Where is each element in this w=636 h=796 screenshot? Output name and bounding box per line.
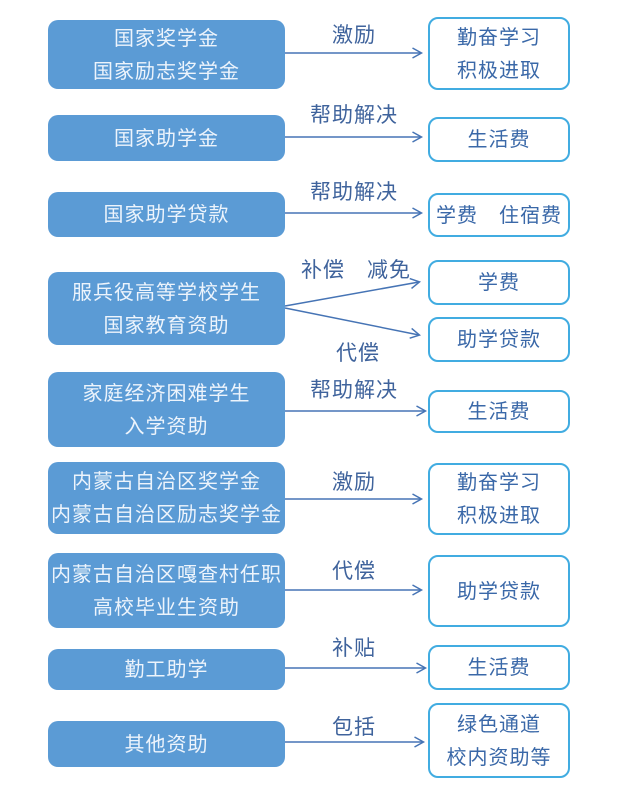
source-line: 内蒙古自治区奖学金 [72, 469, 261, 493]
source-box-gacha-village-aid: 内蒙古自治区嘎查村任职 高校毕业生资助 [48, 553, 285, 628]
relation-label: 包括 [332, 715, 376, 739]
target-line: 助学贷款 [457, 578, 541, 603]
arrow-row4-lower [284, 307, 422, 339]
target-line: 勤奋学习 [457, 470, 541, 494]
target-line: 助学贷款 [457, 327, 541, 351]
target-box-student-loan: 助学贷款 [428, 317, 570, 362]
target-box-living-expenses: 生活费 [428, 390, 570, 433]
relation-label: 代偿 [336, 341, 380, 365]
target-line: 校内资助等 [446, 744, 552, 769]
target-box-green-channel: 绿色通道 校内资助等 [428, 703, 570, 778]
relation-label: 帮助解决 [310, 378, 398, 402]
target-box-tuition: 学费 [428, 260, 570, 305]
source-box-national-scholarship: 国家奖学金 国家励志奖学金 [48, 20, 285, 89]
target-line: 积极进取 [457, 503, 541, 527]
source-line: 家庭经济困难学生 [82, 380, 251, 405]
source-line: 国家助学金 [114, 125, 219, 150]
source-line: 其他资助 [124, 731, 209, 756]
source-line: 内蒙古自治区嘎查村任职 [51, 561, 282, 586]
source-line: 入学资助 [124, 413, 209, 438]
source-box-military-service-aid: 服兵役高等学校学生 国家教育资助 [48, 272, 285, 345]
target-line: 学费 住宿费 [436, 202, 562, 227]
target-box-living-expenses: 生活费 [428, 645, 570, 690]
arrow-row4-upper [284, 277, 422, 307]
source-line: 国家助学贷款 [103, 202, 230, 226]
target-line: 绿色通道 [457, 711, 541, 736]
target-box-living-expenses: 生活费 [428, 117, 570, 162]
target-line: 勤奋学习 [457, 24, 541, 49]
source-box-region-scholarship: 内蒙古自治区奖学金 内蒙古自治区励志奖学金 [48, 462, 285, 534]
source-box-other-aid: 其他资助 [48, 721, 285, 767]
source-box-national-grant: 国家助学金 [48, 115, 285, 161]
relation-label: 补贴 [332, 636, 376, 660]
target-line: 生活费 [467, 655, 531, 679]
target-line: 积极进取 [457, 57, 541, 82]
source-box-national-student-loan: 国家助学贷款 [48, 192, 285, 237]
relation-label: 代偿 [332, 559, 376, 583]
source-line: 勤工助学 [124, 657, 209, 681]
relation-label: 激励 [332, 470, 376, 494]
source-line: 内蒙古自治区励志奖学金 [51, 502, 282, 526]
source-line: 国家励志奖学金 [93, 58, 240, 83]
relation-label: 激励 [332, 23, 376, 47]
target-line: 生活费 [467, 399, 531, 423]
source-line: 高校毕业生资助 [93, 594, 240, 619]
target-box-tuition-accommodation: 学费 住宿费 [428, 193, 570, 237]
target-box-student-loan: 助学贷款 [428, 555, 570, 627]
target-line: 生活费 [467, 127, 531, 151]
relation-label: 帮助解决 [310, 103, 398, 127]
relation-label: 补偿 减免 [301, 258, 411, 282]
source-box-enrollment-aid: 家庭经济困难学生 入学资助 [48, 372, 285, 447]
source-box-work-study: 勤工助学 [48, 649, 285, 690]
relation-label: 帮助解决 [310, 180, 398, 204]
source-line: 服兵役高等学校学生 [72, 279, 261, 304]
target-line: 学费 [478, 270, 520, 294]
target-box-diligent-study: 勤奋学习 积极进取 [428, 17, 570, 90]
source-line: 国家教育资助 [103, 312, 230, 337]
target-box-diligent-study: 勤奋学习 积极进取 [428, 463, 570, 535]
source-line: 国家奖学金 [114, 25, 219, 50]
